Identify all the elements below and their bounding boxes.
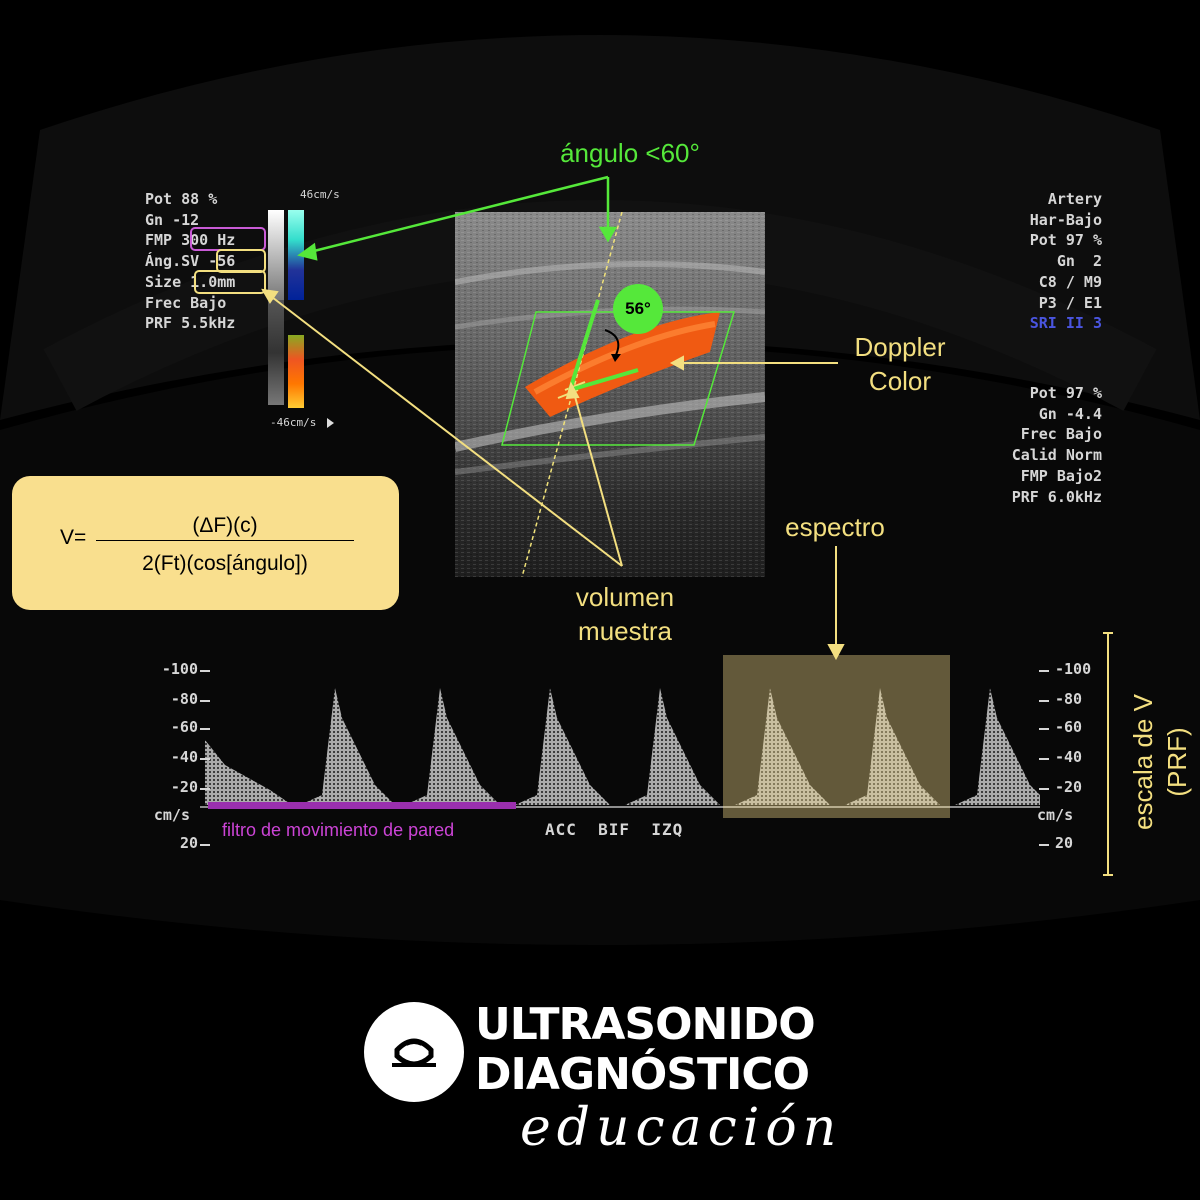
formula-lhs: V= bbox=[60, 526, 87, 549]
axis-tick-label: -80 bbox=[170, 690, 198, 708]
scale-annotation: escala de V (PRF) bbox=[1126, 662, 1194, 862]
color-bar-bottom-label: -46cm/s bbox=[270, 416, 317, 429]
param-pot: Pot 88 % bbox=[145, 190, 218, 208]
angle-annotation: ángulo <60° bbox=[560, 138, 700, 168]
logo-circle bbox=[364, 1002, 464, 1102]
param-prf: PRF 5.5kHz bbox=[145, 314, 236, 333]
axis-tick-label: 20 bbox=[1055, 834, 1074, 852]
param-gn: Gn -12 bbox=[145, 210, 200, 229]
vessel-label: ACC BIF IZQ bbox=[545, 820, 684, 839]
axis-tick-label: -100 bbox=[161, 660, 198, 678]
axis-tick bbox=[1039, 670, 1049, 672]
param-calid: Calid Norm bbox=[1011, 446, 1102, 465]
axis-tick bbox=[1039, 788, 1049, 790]
doppler-label: Doppler bbox=[854, 332, 946, 362]
sample-volume-line2: muestra bbox=[578, 616, 672, 646]
doppler-spectrum bbox=[200, 688, 1040, 808]
param-pot-2: Pot 97 % bbox=[1029, 384, 1102, 402]
axis-tick bbox=[200, 758, 210, 760]
color-bar-blue bbox=[288, 210, 304, 300]
color-bar-top-label: 46cm/s bbox=[300, 188, 340, 201]
param-fmp-2: FMP Bajo2 bbox=[1020, 466, 1102, 485]
axis-tick-label: -100 bbox=[1055, 660, 1092, 678]
left-parameters: Pot 88 % Gn -12 FMP 300 Hz Áng.SV -56 Si… bbox=[145, 189, 235, 334]
spectrum-left-axis: -100 -80 -60 -40 -20 cm/s 20 bbox=[140, 660, 210, 860]
param-har: Har-Bajo bbox=[1029, 210, 1102, 229]
axis-tick-label: -80 bbox=[1055, 690, 1083, 708]
scale-line1: escala de V bbox=[1128, 694, 1158, 830]
axis-tick bbox=[1039, 758, 1049, 760]
axis-tick bbox=[1039, 728, 1049, 730]
color-bar-pointer-icon bbox=[327, 418, 334, 428]
axis-tick bbox=[1039, 700, 1049, 702]
ultrasound-image: 0E bbox=[455, 212, 765, 577]
logo-line2: DIAGNÓSTICO bbox=[475, 1049, 810, 1100]
angle-badge: 56° bbox=[613, 284, 663, 334]
logo-tagline: educación bbox=[520, 1098, 843, 1158]
param-freq-2: Frec Bajo bbox=[1020, 425, 1102, 444]
param-freq: Frec Bajo bbox=[145, 293, 227, 312]
logo-title: ULTRASONIDO DIAGNÓSTICO bbox=[475, 999, 816, 1100]
waveform-cycle bbox=[300, 688, 395, 805]
axis-tick bbox=[1039, 844, 1049, 846]
sample-volume-line1: volumen bbox=[575, 582, 675, 612]
color-bar-grayscale bbox=[268, 210, 284, 300]
formula-denominator: 2(Ft)(cos[ángulo]) bbox=[142, 552, 308, 575]
axis-tick-label: -20 bbox=[170, 778, 198, 796]
logo-line1: ULTRASONIDO bbox=[475, 999, 816, 1050]
param-c8: C8 / M9 bbox=[1038, 272, 1102, 291]
axis-tick bbox=[200, 844, 210, 846]
param-artery: Artery bbox=[1047, 190, 1102, 208]
param-sri: SRI II 3 bbox=[1029, 314, 1102, 333]
param-angle: Áng.SV -56 bbox=[145, 252, 236, 271]
spectrum-highlight bbox=[723, 655, 950, 818]
axis-tick-label: 20 bbox=[179, 834, 198, 852]
fmp-highlight bbox=[190, 227, 266, 251]
param-fmp: FMP 300 Hz bbox=[145, 231, 236, 250]
param-p3: P3 / E1 bbox=[1038, 293, 1102, 312]
angle-highlight bbox=[216, 249, 266, 273]
axis-tick-label: -20 bbox=[1055, 778, 1083, 796]
color-bar-orange bbox=[288, 335, 304, 408]
right-parameters-top: Artery Har-Bajo Pot 97 % Gn 2 C8 / M9 P3… bbox=[1030, 189, 1102, 334]
param-gn-2: Gn -4.4 bbox=[1038, 404, 1102, 423]
axis-tick-label: -40 bbox=[1055, 748, 1083, 766]
axis-tick-label: cm/s bbox=[153, 806, 190, 824]
right-parameters-bottom: Pot 97 % Gn -4.4 Frec Bajo Calid Norm FM… bbox=[1012, 383, 1102, 507]
axis-tick-label: cm/s bbox=[1037, 806, 1074, 824]
axis-tick-label: -60 bbox=[1055, 718, 1083, 736]
axis-tick bbox=[200, 670, 210, 672]
waveform-cycle bbox=[845, 688, 940, 805]
param-gn-right: Gn 2 bbox=[1056, 252, 1102, 271]
axis-tick bbox=[200, 788, 210, 790]
wall-filter-bar bbox=[208, 802, 516, 809]
sample-volume-annotation: volumen muestra bbox=[550, 580, 700, 648]
transducer-icon bbox=[392, 1038, 436, 1067]
scale-bracket bbox=[1107, 632, 1109, 874]
color-bar-grayscale-lower bbox=[268, 300, 284, 405]
color-label: Color bbox=[868, 366, 932, 396]
waveform-cycle bbox=[405, 688, 500, 805]
waveform-cycle bbox=[625, 688, 720, 805]
axis-tick-label: -60 bbox=[170, 718, 198, 736]
axis-tick bbox=[200, 728, 210, 730]
doppler-color-annotation: Doppler Color bbox=[830, 330, 970, 398]
waveform-cycle bbox=[205, 740, 292, 805]
formula-numerator: (ΔF)(c) bbox=[96, 514, 354, 541]
waveform-cycle bbox=[515, 688, 610, 805]
scale-line2: (PRF) bbox=[1162, 727, 1192, 797]
param-size: Size 1.0mm bbox=[145, 272, 236, 291]
waveform-cycle bbox=[735, 688, 830, 805]
param-pot-right: Pot 97 % bbox=[1029, 231, 1102, 250]
axis-tick bbox=[200, 700, 210, 702]
spectrum-annotation: espectro bbox=[785, 512, 885, 542]
axis-tick-label: -40 bbox=[170, 748, 198, 766]
spectrum-right-axis: -100 -80 -60 -40 -20 cm/s 20 bbox=[1035, 660, 1105, 860]
param-prf-2: PRF 6.0kHz bbox=[1011, 487, 1102, 506]
formula-box: V= (ΔF)(c) 2(Ft)(cos[ángulo]) bbox=[12, 476, 399, 610]
wall-filter-label: filtro de movimiento de pared bbox=[222, 820, 455, 840]
waveform-cycle bbox=[955, 688, 1040, 805]
size-highlight bbox=[194, 270, 266, 294]
